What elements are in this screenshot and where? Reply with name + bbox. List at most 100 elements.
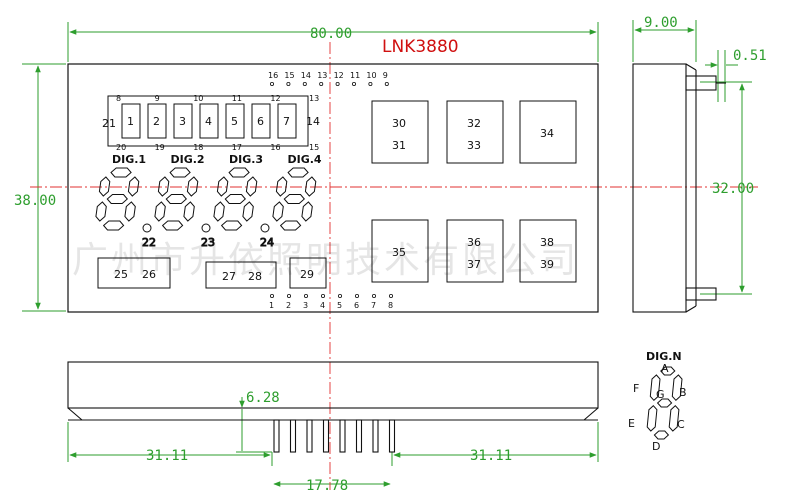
indicator-box [173, 103, 193, 139]
box-pin-top: 11 [232, 94, 242, 103]
dim-pin-length: 6.28 [246, 390, 280, 406]
bottom-box-number: 29 [300, 268, 314, 281]
bottom-pin-dot [269, 293, 274, 298]
indicator-box-number: 7 [283, 115, 290, 128]
bottom-box-number: 27 [222, 270, 236, 283]
indicator-box-number: 2 [153, 115, 160, 128]
decimal-dot-label: 24 [260, 236, 274, 249]
indicator-box [277, 103, 297, 139]
digit-segment [186, 176, 199, 197]
top-pin-dot [335, 82, 340, 87]
connector-pin [273, 419, 280, 453]
bottom-pin-number: 1 [269, 301, 274, 310]
icon-box [371, 219, 429, 283]
digit-segment [660, 366, 676, 376]
digit-segment [127, 176, 140, 197]
icon-box-number: 39 [540, 258, 554, 271]
digit-segment [216, 176, 229, 197]
digit-segment [165, 194, 187, 204]
box-pin-top: 13 [309, 94, 319, 103]
digit-segment [161, 220, 184, 231]
box-pin-bottom: 17 [232, 143, 242, 152]
dim-depth: 9.00 [644, 15, 678, 31]
digit-segment [95, 201, 107, 222]
digit-segment [169, 167, 191, 178]
digit-segment [668, 404, 680, 432]
box-pin-left: 21 [102, 117, 116, 130]
top-pin-number: 10 [366, 71, 376, 80]
connector-pin [289, 419, 297, 453]
box-pin-top: 9 [155, 94, 160, 103]
digit-label: DIG.2 [171, 153, 205, 166]
segment-letter: A [661, 362, 669, 375]
top-pin-dot [269, 82, 274, 87]
segment-letter: E [628, 417, 635, 430]
digit-segment [157, 176, 170, 197]
top-pin-number: 9 [383, 71, 388, 80]
digit-segment [183, 201, 195, 222]
box-pin-bottom: 16 [270, 143, 280, 152]
bottom-box [97, 257, 171, 289]
indicator-box [121, 103, 141, 139]
segment-letter: C [677, 418, 685, 431]
digit-segment [646, 404, 658, 432]
digit-segment [220, 220, 243, 231]
digit-segment [245, 176, 258, 197]
top-pin-number: 15 [284, 71, 294, 80]
digit-segment [98, 176, 111, 197]
digit-segment [649, 374, 661, 402]
box-pin-bottom: 18 [193, 143, 203, 152]
bottom-pin-number: 5 [337, 301, 342, 310]
digit-segment [304, 176, 317, 197]
indicator-box [225, 103, 245, 139]
box-pin-top: 10 [193, 94, 203, 103]
icon-box-number: 36 [467, 236, 481, 249]
digit-segment [287, 167, 309, 178]
watermark: 广州市升依照明技术有限公司 [72, 240, 579, 281]
digit-segment [154, 201, 166, 222]
dim-width: 80.00 [310, 26, 352, 42]
center-lines [30, 42, 758, 490]
model-title: LNK3880 [382, 37, 459, 57]
bottom-pin-dot [286, 293, 291, 298]
digit-segment [653, 430, 670, 440]
segment-letter: G [656, 388, 665, 401]
top-pin-dot [286, 82, 291, 87]
digit-segment [279, 220, 302, 231]
bottom-pin-dot [354, 293, 359, 298]
connector-pin [322, 419, 330, 453]
dimension-labels: 80.00 9.00 0.51 38.00 32.00 6.28 31.11 3… [14, 15, 767, 494]
bottom-pin-number: 3 [303, 301, 308, 310]
segment-letter: B [679, 386, 687, 399]
dim-height: 38.00 [14, 193, 56, 209]
digit-segment [124, 201, 136, 222]
indicator-box-number: 5 [231, 115, 238, 128]
icon-box [446, 100, 504, 164]
indicator-box [251, 103, 271, 139]
digit-segment [228, 167, 250, 178]
top-pin-number: 11 [350, 71, 360, 80]
bottom-box [205, 261, 277, 289]
indicator-box-number: 6 [257, 115, 264, 128]
indicator-box-number: 3 [179, 115, 186, 128]
box-pin-bottom: 19 [155, 143, 165, 152]
connector-pin [355, 419, 363, 453]
top-pin-dot [302, 82, 307, 87]
legend-title: DIG.N [646, 350, 682, 363]
bottom-pin-number: 6 [354, 301, 359, 310]
digit-segment [301, 201, 313, 222]
segment-letter: F [633, 382, 639, 395]
icon-box-number: 38 [540, 236, 554, 249]
icon-box [519, 219, 577, 283]
digit-segment [272, 201, 284, 222]
digit [95, 167, 140, 231]
digit-label: DIG.1 [112, 153, 146, 166]
connector-pin [372, 419, 379, 453]
digit-segment [671, 374, 683, 402]
bottom-pin-number: 7 [371, 301, 376, 310]
